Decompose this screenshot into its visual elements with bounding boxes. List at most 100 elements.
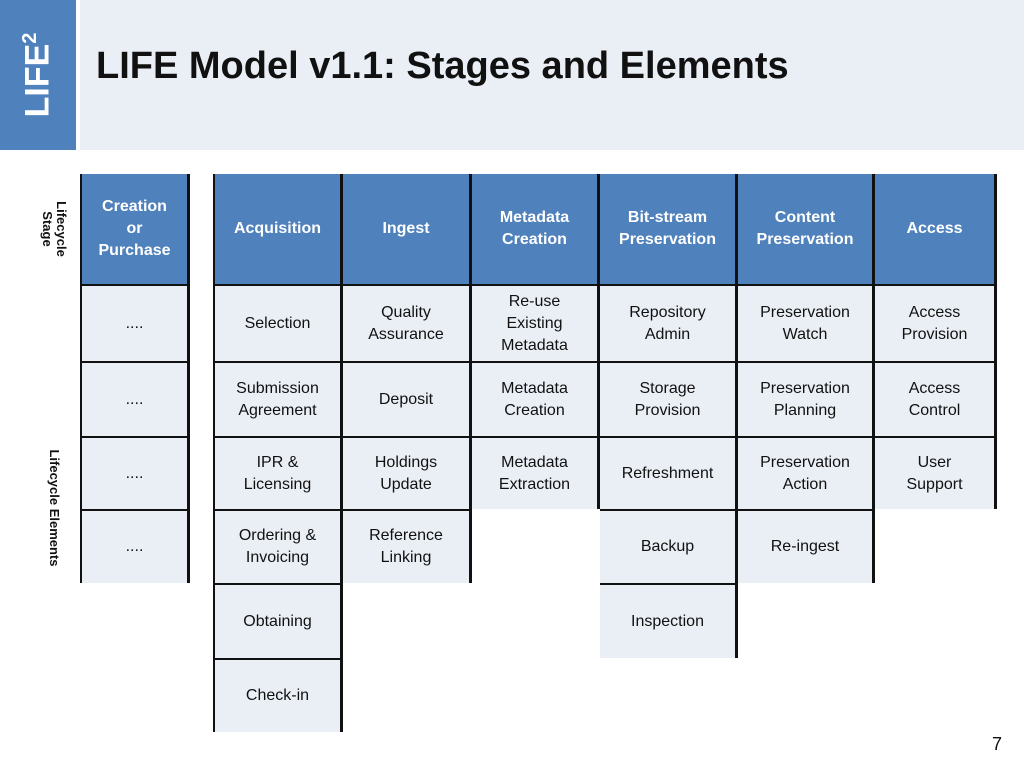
element-label-line: Access	[908, 379, 961, 397]
element-cell: IPR & Licensing	[215, 436, 340, 509]
element-cell: ....	[82, 436, 187, 509]
element-label-line: Support	[906, 475, 963, 493]
element-label-line: ....	[125, 538, 144, 555]
stage-header-line: Creation	[102, 198, 167, 215]
element-label-line: Submission	[236, 379, 319, 397]
element-label-line: ....	[125, 390, 144, 408]
element-label-line: Control	[908, 401, 961, 419]
stage-header: Acquisition	[215, 174, 340, 284]
element-cell: ....	[82, 284, 187, 361]
element-label-line: Invoicing	[245, 549, 310, 566]
stage-header-line: Creation	[502, 231, 567, 248]
element-cell: Check-in	[215, 658, 340, 732]
element-cell: Deposit	[343, 361, 469, 436]
stage-header-line: Bit-stream	[627, 209, 708, 226]
element-label-line: Access	[908, 303, 961, 321]
element-label-line: Repository	[629, 303, 706, 321]
element-label-line: Quality	[381, 303, 431, 321]
element-label-line: Reference	[369, 527, 443, 544]
element-label-line: Preservation	[760, 303, 850, 321]
element-label-line: Planning	[773, 401, 837, 419]
element-cell: ....	[82, 509, 187, 583]
stage-header-line: Purchase	[98, 242, 171, 259]
element-label-line: ....	[125, 314, 144, 332]
stage-header-line: Ingest	[382, 220, 430, 237]
element-label-line: Check-in	[245, 687, 310, 704]
element-cell: Selection	[215, 284, 340, 361]
header-band	[80, 0, 1024, 150]
lifecycle-stage-label: Lifecycle Stage	[40, 201, 69, 257]
element-label-line: Agreement	[238, 401, 317, 419]
element-label-line: Holdings	[374, 453, 438, 471]
element-label-line: Extraction	[498, 475, 571, 493]
element-label-line: Obtaining	[243, 612, 312, 630]
element-cell: Inspection	[600, 583, 735, 658]
element-label-line: ....	[125, 464, 144, 482]
element-label-line: User	[917, 453, 952, 471]
element-label-line: Metadata	[501, 379, 568, 397]
element-cell: Refreshment	[600, 436, 735, 509]
element-label-line: IPR &	[256, 453, 299, 471]
element-label-line: Provision	[634, 401, 701, 419]
element-label-line: Backup	[640, 538, 695, 555]
element-label-line: Update	[380, 475, 432, 493]
page-title: LIFE Model v1.1: Stages and Elements	[96, 45, 789, 87]
element-cell: Re-ingest	[738, 509, 872, 583]
stage-header-line: Preservation	[756, 231, 854, 248]
element-label-line: Creation	[504, 401, 565, 419]
stage-header-line: Access	[906, 220, 963, 237]
element-label-line: Linking	[380, 549, 432, 566]
element-label-line: Storage	[639, 379, 696, 397]
lifecycle-elements-label: Lifecycle Elements	[47, 449, 62, 567]
element-label-line: Deposit	[378, 390, 434, 408]
element-label-line: Action	[782, 475, 828, 493]
stage-header: Access	[875, 174, 994, 284]
element-label-line: Existing	[506, 314, 563, 332]
element-label-line: Metadata	[501, 336, 568, 354]
page-number: 7	[991, 734, 1002, 754]
element-label-line: Assurance	[368, 325, 444, 343]
stage-header-line: Metadata	[499, 209, 570, 226]
stage-header: Ingest	[343, 174, 469, 284]
life2-logo: LIFE2	[0, 0, 76, 150]
element-label-line: Metadata	[501, 453, 568, 471]
stage-header-line: Preservation	[619, 231, 716, 248]
logo-text: LIFE2	[18, 32, 57, 118]
element-cell: ....	[82, 361, 187, 436]
element-cell: Ordering &Invoicing	[215, 509, 340, 583]
stage-header-line: Acquisition	[233, 220, 322, 237]
element-label-line: Refreshment	[621, 464, 714, 482]
element-label-line: Preservation	[760, 379, 850, 397]
element-label-line: Watch	[782, 325, 828, 343]
element-label-line: Selection	[244, 314, 311, 332]
element-label-line: Inspection	[631, 612, 704, 630]
element-label-line: Re-ingest	[770, 538, 840, 555]
element-cell: Backup	[600, 509, 735, 583]
element-label-line: Licensing	[243, 475, 312, 493]
stage-header-line: or	[126, 220, 143, 237]
